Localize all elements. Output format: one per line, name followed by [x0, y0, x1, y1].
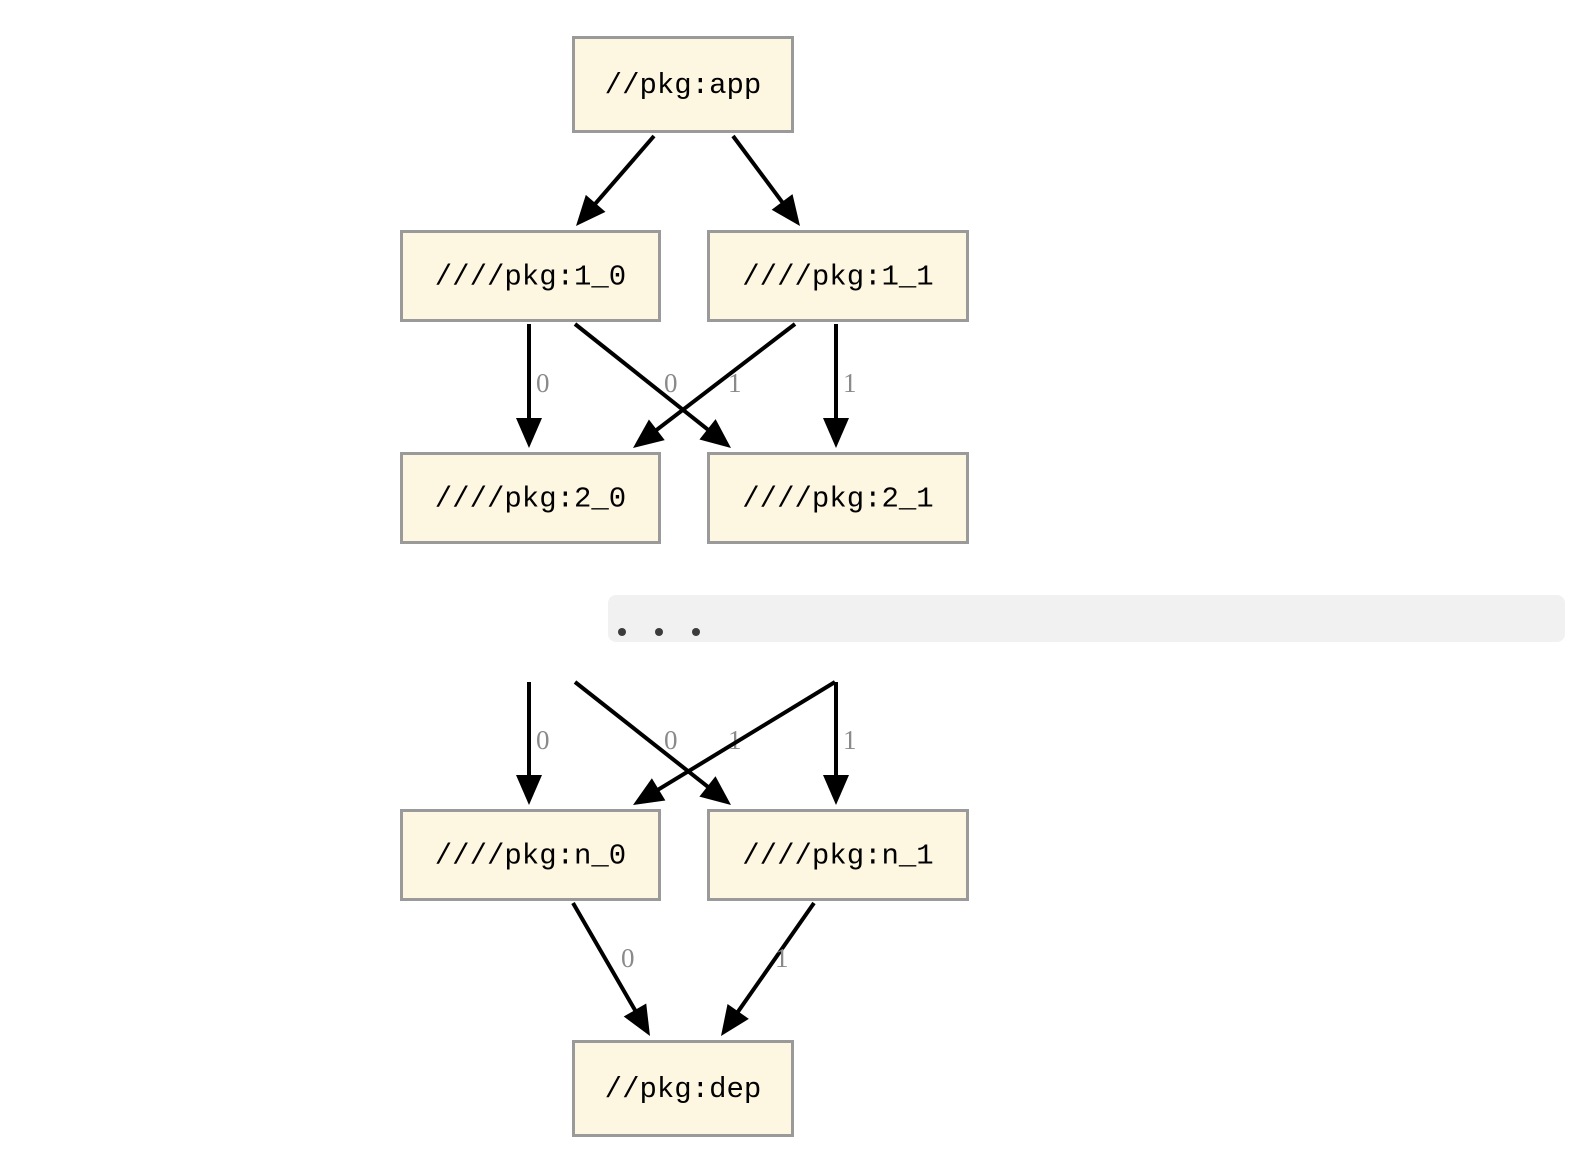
node-box[interactable] [707, 230, 969, 322]
graph-edge [576, 134, 656, 226]
node-box[interactable] [707, 809, 969, 901]
graph-node-dep[interactable]: //pkg:dep [572, 1040, 794, 1137]
graph-edge: 1 [721, 901, 816, 1036]
graph-nodes-layer: //pkg:app ////pkg:1_0 ////pkg:1_1 ////pkg:2… [400, 36, 969, 1137]
edge-arrowhead [633, 419, 665, 448]
graph-node-n2_1[interactable]: ////pkg:2_1 [707, 452, 969, 544]
edge-line [573, 322, 712, 434]
node-label: //pkg:dep [605, 1073, 762, 1106]
edge-line [654, 680, 837, 794]
graph-edge: 0 [633, 680, 837, 805]
graph-edge: 0 [516, 324, 550, 448]
edge-label: 1 [843, 368, 857, 398]
graph-edge: 0 [516, 682, 550, 805]
graph-node-n1_1[interactable]: ////pkg:1_1 [707, 230, 969, 322]
node-label: ////pkg:2_1 [742, 483, 933, 516]
node-label: ////pkg:2_0 [435, 483, 626, 516]
node-box[interactable] [572, 36, 794, 133]
edge-arrowhead [699, 419, 731, 448]
edge-label: 0 [664, 725, 678, 755]
graph-node-nn_0[interactable]: ////pkg:n_0 [400, 809, 661, 901]
edge-arrowhead [576, 194, 606, 226]
ellipsis-dot [692, 628, 700, 636]
edge-label: 1 [775, 943, 789, 973]
edge-arrowhead [721, 1003, 749, 1036]
node-box[interactable] [400, 809, 661, 901]
edge-arrowhead [823, 418, 849, 448]
edge-line [591, 134, 656, 208]
edge-line [573, 680, 712, 791]
ellipsis-dot [618, 628, 626, 636]
edge-label: 0 [536, 368, 550, 398]
edge-line [731, 134, 787, 207]
edge-label: 1 [843, 725, 857, 755]
edge-arrowhead [771, 194, 800, 226]
node-label: ////pkg:n_1 [742, 840, 933, 873]
node-box[interactable] [400, 230, 661, 322]
edge-line [571, 901, 639, 1015]
node-label: ////pkg:n_0 [435, 840, 626, 873]
edge-label: 1 [728, 725, 742, 755]
graph-node-n2_0[interactable]: ////pkg:2_0 [400, 452, 661, 544]
graph-edge: 1 [573, 680, 742, 805]
graph-node-n1_0[interactable]: ////pkg:1_0 [400, 230, 661, 322]
graph-edge: 0 [633, 322, 797, 448]
edge-label: 0 [621, 943, 635, 973]
node-label: ////pkg:1_0 [435, 261, 626, 294]
node-box[interactable] [572, 1040, 794, 1137]
edge-arrowhead [699, 776, 731, 805]
node-box[interactable] [707, 452, 969, 544]
edge-arrowhead [516, 775, 542, 805]
node-box[interactable] [400, 452, 661, 544]
edge-label: 1 [728, 368, 742, 398]
graph-edge: 0 [571, 901, 650, 1036]
ellipsis-band [608, 595, 1565, 642]
graph-edge: 1 [823, 682, 857, 805]
edge-arrowhead [516, 418, 542, 448]
graph-node-nn_1[interactable]: ////pkg:n_1 [707, 809, 969, 901]
edge-label: 0 [536, 725, 550, 755]
edge-line [652, 322, 797, 434]
edge-arrowhead [633, 778, 666, 805]
node-label: //pkg:app [605, 69, 762, 102]
edge-arrowhead [623, 1003, 650, 1036]
graph-node-app[interactable]: //pkg:app [572, 36, 794, 133]
node-label: ////pkg:1_1 [742, 261, 933, 294]
graph-edge [731, 134, 800, 226]
graph-edge: 1 [573, 322, 742, 448]
edge-line [734, 901, 816, 1016]
graph-edge: 1 [823, 324, 857, 448]
ellipsis-separator-layer [608, 595, 1565, 642]
ellipsis-dot [655, 628, 663, 636]
edge-label: 0 [664, 368, 678, 398]
edge-arrowhead [823, 775, 849, 805]
graph-edges-layer: 0 1 0 1 0 1 0 1 0 1 [516, 134, 857, 1036]
